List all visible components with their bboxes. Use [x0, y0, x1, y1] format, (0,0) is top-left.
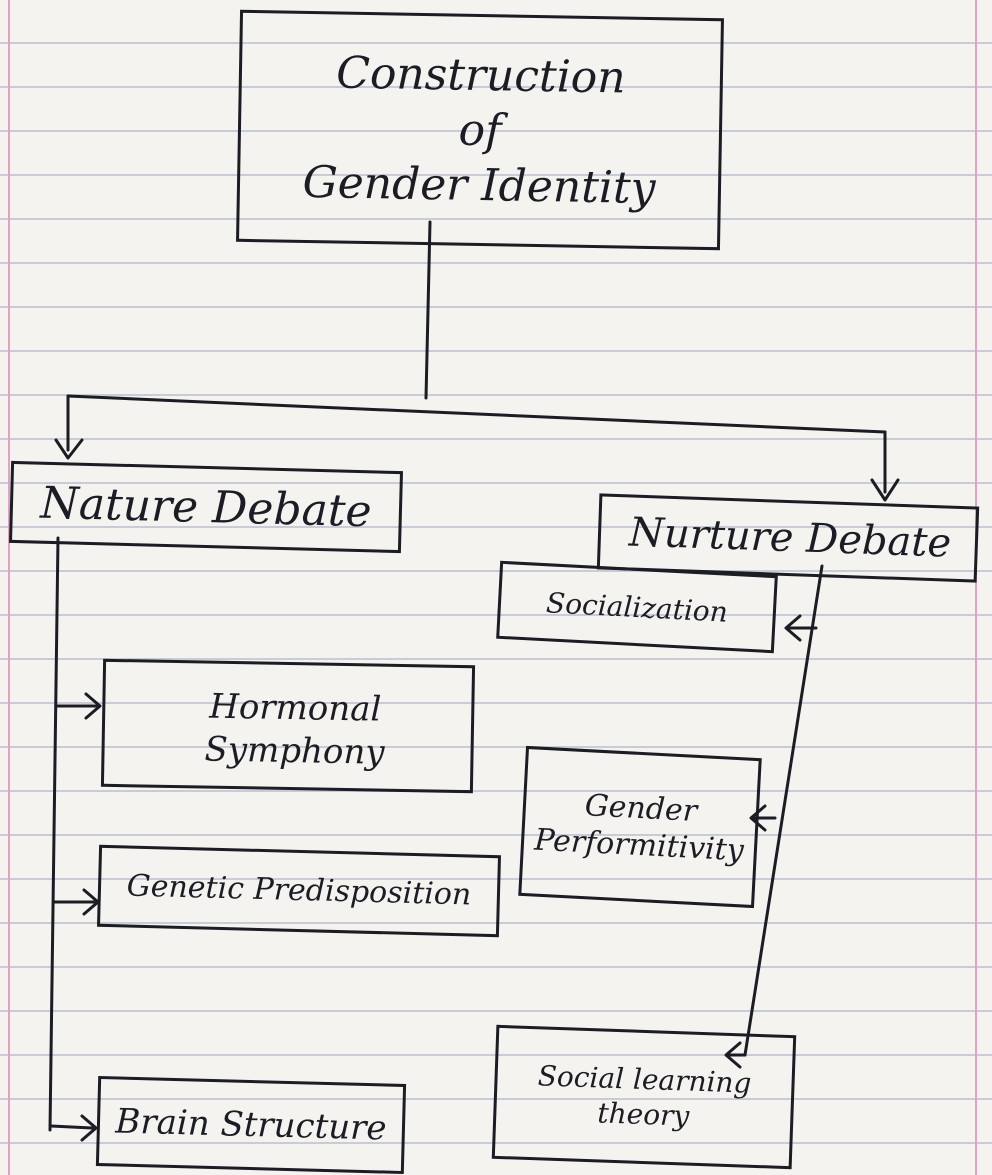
arrow-nature-icon — [54, 438, 84, 460]
connector-nurture-spine — [743, 564, 824, 1057]
gender-performitivity-node: Gender Performitivity — [518, 745, 762, 909]
connector-split-bar — [66, 394, 887, 434]
genetic-predisposition-node: Genetic Predisposition — [96, 844, 502, 938]
root-line-1: Construction — [335, 46, 627, 104]
arrow-socialization-icon — [784, 614, 802, 642]
brain-structure-label: Brain Structure — [114, 1101, 388, 1149]
connector-nature-spine — [48, 536, 60, 1132]
social-learning-theory-label: Social learning theory — [537, 1059, 753, 1133]
connector-root-stem — [424, 220, 432, 400]
brain-structure-node: Brain Structure — [95, 1075, 407, 1175]
arrow-nurture-icon — [870, 478, 900, 502]
hormonal-symphony-label: Hormonal Symphony — [204, 686, 385, 773]
gender-performitivity-label: Gender Performitivity — [533, 787, 745, 869]
margin-line-right — [975, 0, 977, 1175]
arrow-performitivity-icon — [749, 804, 767, 832]
hormonal-symphony-node: Hormonal Symphony — [100, 658, 476, 794]
nature-debate-label: Nature Debate — [39, 477, 373, 537]
root-line-2: of — [458, 104, 502, 156]
arrow-genetic-icon — [82, 888, 100, 916]
nurture-debate-label: Nurture Debate — [628, 509, 952, 567]
connector-brain — [49, 1124, 94, 1130]
root-line-3: Gender Identity — [302, 156, 656, 214]
root-node: Construction of Gender Identity — [236, 9, 724, 251]
genetic-predisposition-label: Genetic Predisposition — [126, 868, 472, 913]
arrow-brain-icon — [80, 1114, 98, 1142]
socialization-label: Socialization — [545, 585, 729, 629]
margin-line-left — [8, 0, 10, 1175]
social-learning-theory-node: Social learning theory — [491, 1024, 797, 1170]
nature-debate-node: Nature Debate — [8, 460, 404, 554]
arrow-hormonal-icon — [84, 692, 102, 720]
socialization-node: Socialization — [496, 560, 778, 654]
arrow-social-learning-icon — [724, 1041, 742, 1069]
